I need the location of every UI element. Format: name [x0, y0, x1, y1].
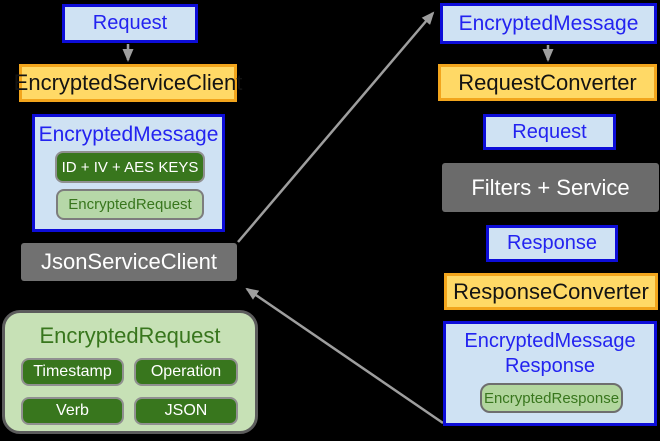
response-dto-box: Response	[486, 225, 618, 262]
encrypted-message-response-container: EncryptedMessage Response EncryptedRespo…	[443, 321, 657, 426]
encrypted-message-title: EncryptedMessage	[38, 123, 219, 146]
encrypted-request-detail-container: EncryptedRequest Timestamp Operation Ver…	[2, 310, 258, 434]
encrypted-service-client-box: EncryptedServiceClient	[14, 64, 242, 102]
encrypted-request-detail-title: EncryptedRequest	[39, 323, 221, 348]
filters-service-box: Filters + Service	[442, 163, 659, 212]
arrow-jsonserviceclient-to-encryptedmessage	[237, 11, 435, 243]
encrypted-request-inner-box: EncryptedRequest	[56, 189, 204, 220]
encrypted-message-container: EncryptedMessage ID + IV + AES KEYS Encr…	[32, 114, 225, 232]
encrypted-message-dto-box: EncryptedMessage	[440, 3, 657, 44]
operation-field-box: Operation	[134, 358, 238, 386]
arrow-encryptedmessageresponse-to-jsonserviceclient	[245, 287, 444, 425]
timestamp-field-box: Timestamp	[21, 358, 124, 386]
request-server-dto-box: Request	[483, 114, 616, 150]
response-converter-box: ResponseConverter	[444, 273, 658, 310]
json-service-client-box: JsonServiceClient	[21, 243, 237, 281]
encrypted-message-response-title-line1: EncryptedMessage	[464, 330, 636, 352]
encrypted-response-inner-box: EncryptedResponse	[480, 383, 623, 413]
verb-field-box: Verb	[21, 397, 124, 425]
request-dto-box: Request	[62, 4, 198, 43]
json-field-box: JSON	[134, 397, 238, 425]
request-converter-box: RequestConverter	[438, 64, 657, 101]
id-iv-aes-keys-box: ID + IV + AES KEYS	[55, 151, 205, 183]
encrypted-message-response-title-line2: Response	[504, 355, 596, 377]
